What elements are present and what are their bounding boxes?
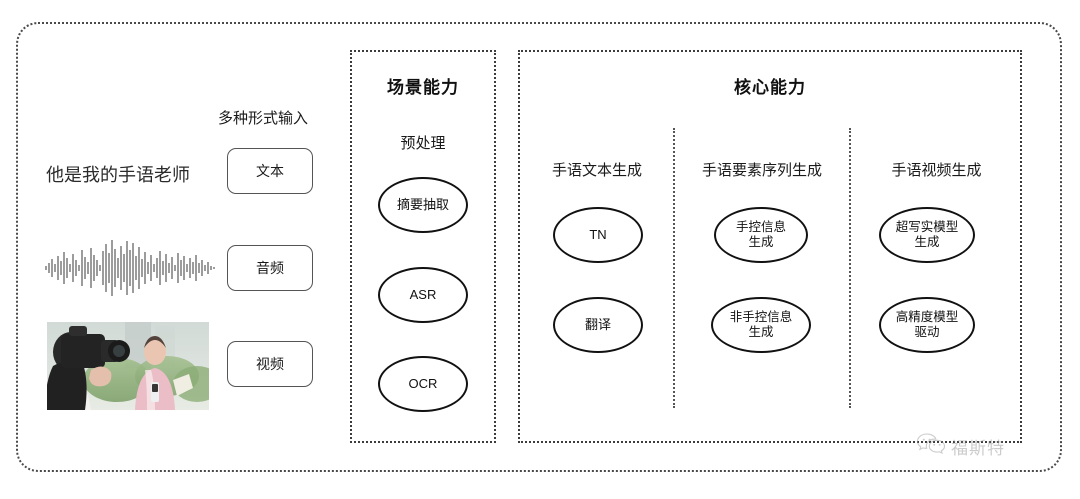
modality-button-audio-label: 音频 — [256, 260, 284, 276]
watermark: 福斯特 — [916, 432, 1005, 461]
core-column-heading-video-generation: 手语视频生成 — [891, 162, 982, 179]
modality-button-audio[interactable]: 音频 — [227, 245, 313, 291]
scene-node-summary-extraction[interactable]: 摘要抽取 — [378, 177, 468, 233]
core-column-divider-1 — [673, 128, 675, 408]
core-node-highprecision-model-driving[interactable]: 高精度模型 驱动 — [879, 297, 975, 353]
core-node-nonmanual-info-generation[interactable]: 非手控信息 生成 — [711, 297, 811, 353]
outer-frame — [16, 22, 1062, 472]
watermark-text: 福斯特 — [951, 439, 1005, 458]
core-column-heading-element-sequence: 手语要素序列生成 — [701, 162, 822, 179]
scene-node-ocr[interactable]: OCR — [378, 356, 468, 412]
audio-waveform-image — [44, 238, 216, 298]
video-thumbnail-image — [47, 322, 209, 410]
core-node-tn[interactable]: TN — [553, 207, 643, 263]
scene-column-heading-preprocess: 预处理 — [400, 135, 446, 152]
core-capability-title: 核心能力 — [734, 78, 806, 97]
input-caption: 多种形式输入 — [218, 110, 309, 127]
core-node-manual-info-generation[interactable]: 手控信息 生成 — [714, 207, 808, 263]
scene-capability-title: 场景能力 — [387, 78, 459, 97]
core-node-translation[interactable]: 翻译 — [553, 297, 643, 353]
scene-capability-panel: 场景能力 — [350, 50, 496, 443]
wechat-icon — [916, 432, 946, 461]
scene-node-asr[interactable]: ASR — [378, 267, 468, 323]
modality-button-text[interactable]: 文本 — [227, 148, 313, 194]
sample-sentence-text: 他是我的手语老师 — [46, 165, 190, 185]
modality-button-video-label: 视频 — [256, 356, 284, 372]
core-capability-panel: 核心能力 — [518, 50, 1022, 443]
modality-button-text-label: 文本 — [256, 163, 284, 179]
core-column-heading-text-generation: 手语文本生成 — [551, 162, 642, 179]
modality-button-video[interactable]: 视频 — [227, 341, 313, 387]
core-column-divider-2 — [849, 128, 851, 408]
core-node-photoreal-model-generation[interactable]: 超写实模型 生成 — [879, 207, 975, 263]
